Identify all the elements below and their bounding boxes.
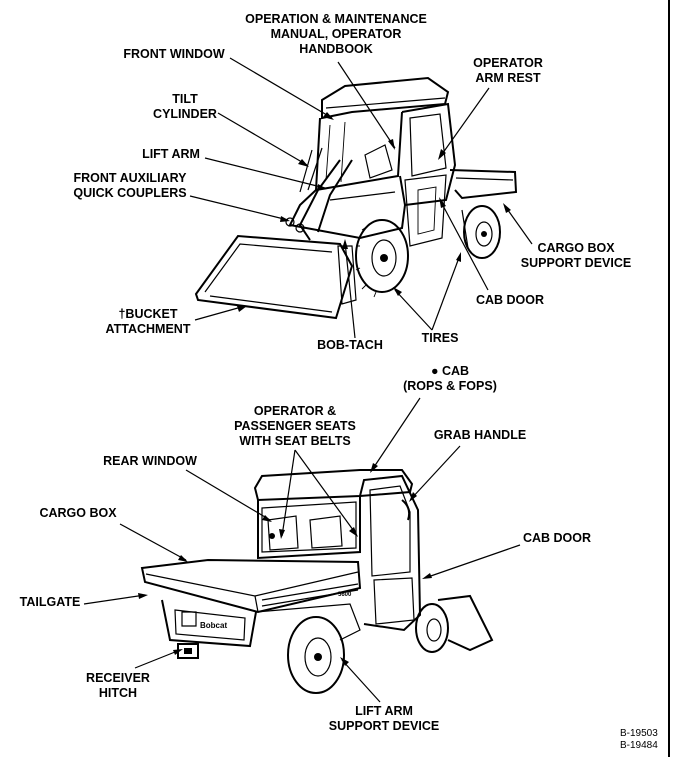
label-cab-door-bottom-text: CAB DOOR xyxy=(522,531,592,545)
label-tilt-cylinder-line1: TILT xyxy=(172,92,198,106)
label-op-manual-line1: OPERATION & MAINTENANCE xyxy=(245,12,427,26)
label-bucket-line1: †BUCKET xyxy=(118,307,178,321)
label-seats: OPERATOR & PASSENGER SEATS WITH SEAT BEL… xyxy=(222,404,368,449)
label-arm-rest-line1: OPERATOR xyxy=(473,56,543,70)
label-bob-tach: BOB-TACH xyxy=(310,338,390,353)
label-cargo-box-text: CARGO BOX xyxy=(39,506,117,520)
label-seats-line2: PASSENGER SEATS xyxy=(234,419,356,433)
label-cab-door-bottom: CAB DOOR xyxy=(518,531,596,546)
label-lift-support-line2: SUPPORT DEVICE xyxy=(328,719,440,733)
figure-ref-1: B-19503 xyxy=(620,728,658,739)
label-op-manual-line3: HANDBOOK xyxy=(299,42,373,56)
top-leader-lines xyxy=(189,57,533,339)
label-rear-window-text: REAR WINDOW xyxy=(103,454,197,468)
brand-decal: Bobcat xyxy=(200,621,227,630)
label-cab-door-top-text: CAB DOOR xyxy=(475,293,545,307)
label-grab-handle: GRAB HANDLE xyxy=(430,428,530,443)
label-front-window-text: FRONT WINDOW xyxy=(123,47,225,61)
label-lift-arm-support: LIFT ARM SUPPORT DEVICE xyxy=(320,704,448,734)
label-cab-line1: ● CAB xyxy=(430,364,470,378)
label-arm-rest-line2: ARM REST xyxy=(475,71,541,85)
label-hitch-line1: RECEIVER xyxy=(86,671,150,685)
label-cab-line2: (ROPS & FOPS) xyxy=(403,379,497,393)
label-front-aux-line2: QUICK COUPLERS xyxy=(73,186,187,200)
label-receiver-hitch: RECEIVER HITCH xyxy=(80,671,156,701)
label-cab-door-top: CAB DOOR xyxy=(470,293,550,308)
label-front-window: FRONT WINDOW xyxy=(118,47,230,62)
page-edge-line xyxy=(668,0,670,757)
label-tilt-cylinder: TILT CYLINDER xyxy=(148,92,222,122)
figure-reference-numbers: B-19503 B-19484 xyxy=(620,728,668,752)
label-rear-window: REAR WINDOW xyxy=(100,454,200,469)
label-operator-arm-rest: OPERATOR ARM REST xyxy=(466,56,550,86)
label-seats-line1: OPERATOR & xyxy=(253,404,337,418)
figure-ref-2: B-19484 xyxy=(620,740,658,751)
label-front-aux-line1: FRONT AUXILIARY xyxy=(73,171,187,185)
label-grab-handle-text: GRAB HANDLE xyxy=(433,428,527,442)
label-bucket-line2: ATTACHMENT xyxy=(105,322,191,336)
label-cargo-support-line1: CARGO BOX xyxy=(537,241,615,255)
label-bob-tach-text: BOB-TACH xyxy=(317,338,383,352)
label-cargo-support-line2: SUPPORT DEVICE xyxy=(520,256,632,270)
label-seats-line3: WITH SEAT BELTS xyxy=(239,434,351,448)
label-cargo-box: CARGO BOX xyxy=(36,506,120,521)
label-cab: ● CAB (ROPS & FOPS) xyxy=(394,364,506,394)
label-op-manual-line2: MANUAL, OPERATOR xyxy=(270,27,402,41)
bottom-vehicle-drawing xyxy=(140,469,494,694)
label-op-manual: OPERATION & MAINTENANCE MANUAL, OPERATOR… xyxy=(242,12,430,57)
label-cargo-box-support: CARGO BOX SUPPORT DEVICE xyxy=(516,241,636,271)
model-decal: 5600 xyxy=(338,592,352,598)
label-tilt-cylinder-line2: CYLINDER xyxy=(153,107,217,121)
label-tires: TIRES xyxy=(412,331,468,346)
top-vehicle-drawing xyxy=(194,76,518,320)
label-lift-support-line1: LIFT ARM xyxy=(355,704,413,718)
label-front-aux: FRONT AUXILIARY QUICK COUPLERS xyxy=(68,171,192,201)
label-tailgate: TAILGATE xyxy=(16,595,84,610)
label-tires-text: TIRES xyxy=(421,331,459,345)
label-hitch-line2: HITCH xyxy=(98,686,138,700)
label-lift-arm-text: LIFT ARM xyxy=(142,147,200,161)
label-tailgate-text: TAILGATE xyxy=(19,595,81,609)
bottom-leader-lines xyxy=(83,397,521,703)
label-bucket: †BUCKET ATTACHMENT xyxy=(100,307,196,337)
label-lift-arm: LIFT ARM xyxy=(138,147,204,162)
